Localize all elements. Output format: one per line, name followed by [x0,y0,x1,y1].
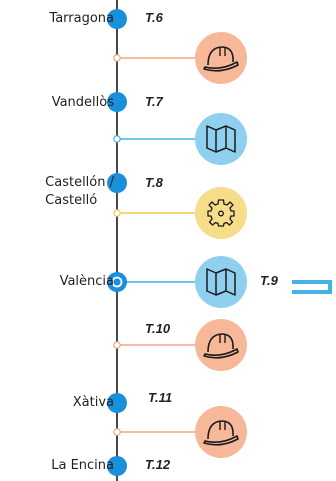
station-node-castellon [107,173,127,193]
station-name-castellon: Castellón / Castelló [45,174,114,210]
section-label-t12: T.12 [145,457,171,472]
branch-project-1 [113,187,247,239]
branch-works-1 [113,32,247,84]
section-label-t10: T.10 [145,321,171,336]
station-node-xativa [107,393,127,413]
section-label-t6: T.6 [145,10,163,25]
section-label-t8: T.8 [145,175,163,190]
station-name-tarragona: Tarragona [49,11,114,26]
section-label-t7: T.7 [145,94,163,109]
station-node-tarragona [107,9,127,29]
station-name-castellon-line1: Castellón / [45,175,114,190]
section-continuation-bracket [292,280,332,294]
branch-works-2 [113,319,247,371]
branch-works-3 [113,406,247,458]
station-node-valencia [107,272,127,292]
station-name-la-encina: La Encina [51,458,114,473]
branch-study-1 [113,113,247,165]
station-name-valencia: València [59,274,114,289]
branch-study-2 [117,256,332,308]
station-name-xativa: Xàtiva [72,395,114,410]
section-label-t9: T.9 [260,273,278,288]
station-name-vandellos: Vandellòs [51,95,114,110]
station-node-la-encina [107,456,127,476]
section-label-t11: T.11 [148,390,173,405]
station-name-castellon-line2: Castelló [45,193,98,208]
station-node-vandellos [107,92,127,112]
